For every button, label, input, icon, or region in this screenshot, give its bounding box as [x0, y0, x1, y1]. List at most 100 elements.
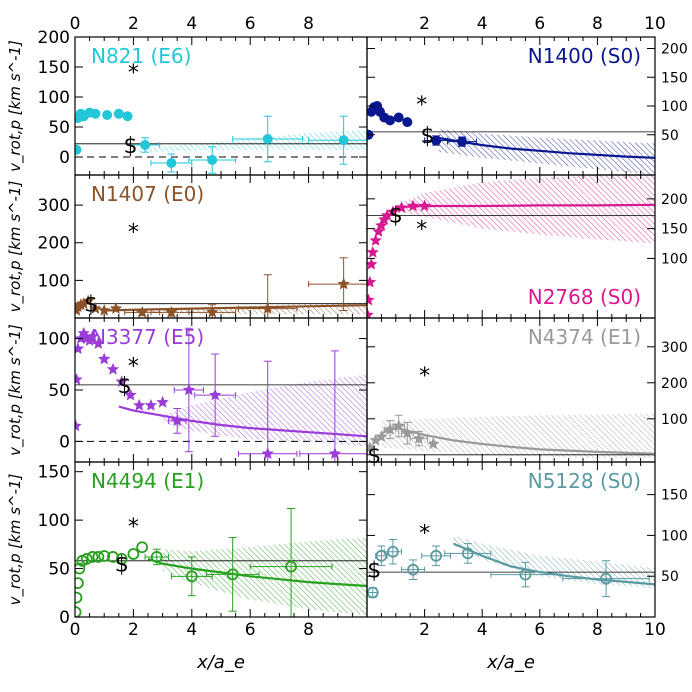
star-marker: * — [128, 221, 139, 246]
data-point — [89, 302, 102, 314]
data-point — [367, 293, 375, 306]
data-point — [75, 577, 84, 589]
y-tick-label: 200 — [38, 28, 70, 48]
data-point — [600, 572, 612, 585]
x-tick-label: 2 — [419, 14, 430, 34]
data-point — [136, 541, 149, 554]
error-bar — [170, 556, 213, 597]
uncertainty-band — [453, 535, 655, 589]
data-point — [115, 375, 128, 387]
error-bar — [562, 560, 650, 598]
y-tick-label: 200 — [661, 192, 688, 208]
panel-title: N2768 (S0) — [528, 285, 641, 309]
data-point — [369, 234, 382, 246]
y-tick-label: 50 — [48, 118, 70, 138]
data-point — [75, 144, 82, 155]
x-tick-label: 4 — [477, 620, 488, 640]
x-axis-label: x/a_e — [486, 652, 535, 673]
y-tick-label: 100 — [38, 88, 70, 108]
data-point — [75, 419, 82, 432]
y-tick-label: 200 — [661, 376, 688, 392]
data-point — [375, 549, 388, 562]
data-point — [102, 110, 113, 120]
star-marker: * — [128, 61, 139, 86]
uncertainty-band — [381, 413, 655, 459]
dollar-marker: $ — [84, 293, 98, 318]
y-tick-label: 0 — [59, 608, 70, 628]
dollar-marker: $ — [420, 124, 434, 149]
x-tick-label: 8 — [592, 620, 603, 640]
data-point — [392, 419, 405, 432]
data-point — [402, 117, 413, 128]
y-tick-label: 50 — [661, 128, 679, 144]
data-point — [430, 549, 443, 562]
data-point — [92, 337, 105, 349]
data-point — [337, 277, 350, 290]
data-point — [461, 547, 474, 560]
data-point — [262, 134, 273, 144]
y-tick-label: 100 — [38, 271, 70, 291]
y-tick-label: 150 — [661, 488, 688, 504]
data-point — [75, 373, 83, 385]
data-point — [401, 426, 414, 439]
star-marker: * — [419, 521, 430, 546]
x-tick-label: 2 — [128, 620, 139, 640]
data-point — [285, 560, 297, 573]
error-bar — [444, 543, 492, 564]
y-axis-label: v_rot,p [km s^-1] — [6, 324, 25, 456]
panel-title: N1400 (S0) — [528, 44, 641, 68]
data-point — [387, 545, 399, 558]
x-tick-label: 10 — [644, 14, 666, 34]
data-point — [156, 395, 169, 408]
data-point — [383, 423, 397, 435]
data-point — [367, 246, 379, 258]
data-point — [86, 551, 99, 563]
data-point — [140, 140, 151, 150]
data-point — [115, 552, 128, 565]
data-point — [75, 342, 85, 355]
y-tick-label: 100 — [661, 251, 688, 267]
data-point — [519, 568, 532, 581]
x-tick-label: 6 — [534, 620, 545, 640]
data-point — [393, 112, 404, 123]
y-tick-label: 200 — [38, 234, 70, 254]
data-point — [133, 398, 146, 411]
y-tick-label: 100 — [661, 528, 688, 544]
data-point — [75, 562, 86, 575]
x-tick-label: 2 — [128, 14, 139, 34]
data-point — [77, 297, 90, 309]
star-marker: * — [416, 93, 427, 118]
data-point — [107, 551, 119, 563]
y-axis-label: v_rot,p [km s^-1] — [6, 40, 25, 172]
data-point — [375, 430, 388, 443]
data-point — [406, 199, 420, 212]
y-tick-label: 150 — [661, 70, 688, 86]
y-tick-label: 200 — [661, 42, 688, 58]
data-point — [381, 209, 394, 221]
data-point — [185, 570, 198, 583]
uncertainty-band — [395, 175, 655, 244]
error-bar — [490, 561, 561, 588]
data-point — [338, 135, 349, 146]
fit-curve — [118, 405, 367, 438]
x-axis-label: x/a_e — [196, 652, 245, 673]
data-point — [98, 304, 111, 316]
data-point — [165, 305, 178, 318]
dollar-marker: $ — [367, 559, 381, 584]
x-tick-label: 4 — [186, 14, 197, 34]
dollar-marker: $ — [118, 374, 132, 399]
data-point — [113, 108, 124, 119]
data-point — [166, 158, 177, 168]
y-tick-label: 300 — [38, 196, 70, 216]
data-point — [367, 441, 377, 453]
y-tick-label: 300 — [661, 340, 688, 356]
data-point — [226, 568, 239, 581]
fit-curve — [395, 203, 655, 209]
y-tick-label: 150 — [661, 222, 688, 238]
y-tick-label: 0 — [59, 432, 70, 452]
error-bar — [249, 508, 333, 617]
